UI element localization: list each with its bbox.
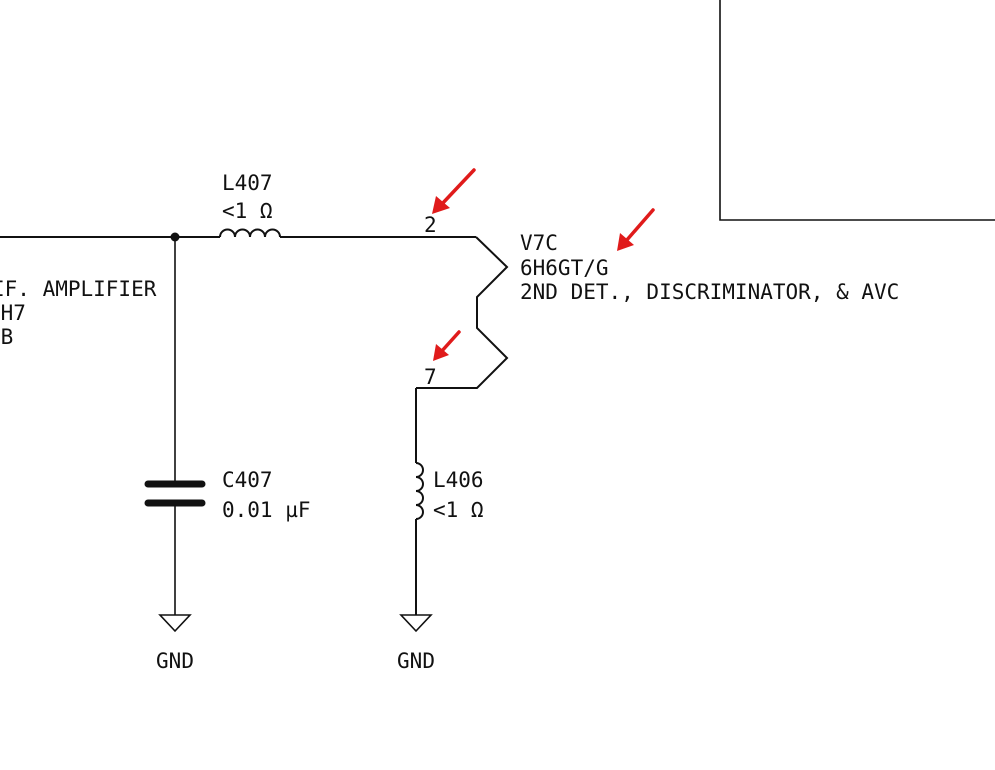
inductor-l407: L407 <1 Ω	[219, 171, 281, 238]
partial-label-line3: 6B	[0, 325, 13, 349]
l407-value: <1 Ω	[222, 199, 273, 223]
c407-value: 0.01 µF	[222, 498, 311, 522]
partial-label-line1: IF. AMPLIFIER	[0, 277, 157, 301]
capacitor-c407: C407 0.01 µF	[144, 237, 311, 615]
tube-function: 2ND DET., DISCRIMINATOR, & AVC	[520, 280, 899, 304]
red-arrow-icon	[433, 330, 461, 361]
pin-2-label: 2	[424, 213, 437, 237]
tube-ref: V7C	[520, 231, 558, 255]
ground-left: GND	[156, 614, 194, 673]
pin-7-label: 7	[424, 365, 437, 389]
tube-v7c-symbol: 2 7 V7C 6H6GT/G 2ND DET., DISCRIMINATOR,…	[416, 213, 899, 389]
partial-component-label: IF. AMPLIFIER 6H7 6B	[0, 277, 157, 349]
l406-value: <1 Ω	[433, 498, 484, 522]
tube-part: 6H6GT/G	[520, 256, 609, 280]
c407-ref: C407	[222, 468, 273, 492]
ground-left-label: GND	[156, 649, 194, 673]
l406-ref: L406	[433, 468, 484, 492]
ground-right: GND	[397, 614, 435, 673]
offpage-box	[719, 0, 995, 221]
ground-right-label: GND	[397, 649, 435, 673]
red-arrow-icon	[432, 168, 476, 214]
l407-ref: L407	[222, 171, 273, 195]
red-arrow-icon	[617, 208, 655, 251]
inductor-l406: L406 <1 Ω	[415, 388, 484, 615]
partial-label-line2: 6H7	[0, 301, 26, 325]
